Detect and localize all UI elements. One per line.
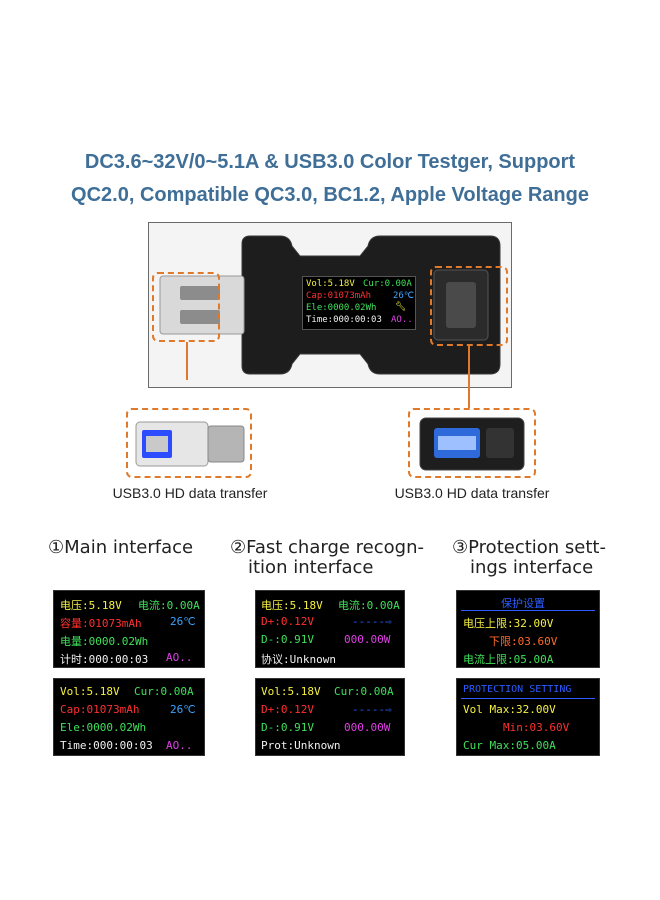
cmax-label: Cur Max:05.00A — [463, 739, 556, 752]
vmin-label: Min:03.60V — [503, 721, 570, 734]
screen-main-en: Vol:5.18V Cur:0.00A Cap:01073mAh 26℃ Ele… — [53, 678, 205, 756]
time-label: Time:000:00:03 — [60, 739, 153, 752]
device-temp: 26℃ — [393, 291, 414, 301]
caption-right: USB3.0 HD data transfer — [394, 485, 550, 501]
capacity-label: 容量:01073mAh — [60, 617, 142, 630]
protocol-label: Prot:Unknown — [261, 739, 341, 752]
usb-plug-zoom-frame — [126, 408, 252, 478]
energy-label: 电量:0000.02Wh — [60, 635, 149, 648]
wrench-icon: 🔧︎ — [395, 302, 407, 312]
device-screen: Vol:5.18V Cur:0.00A Cap:01073mAh 26℃ Ele… — [302, 276, 416, 330]
connector-line-right — [468, 346, 470, 408]
usb-plug-highlight — [152, 272, 220, 342]
usb-port-zoom-frame — [408, 408, 536, 478]
dminus-label: D-:0.91V — [261, 721, 314, 734]
device-time: Time:000:00:03 — [306, 315, 382, 325]
power-label: 000.00W — [344, 721, 391, 734]
screen-protection-en: PROTECTION SETTING Vol Max:32.00V Min:03… — [456, 678, 600, 756]
section-title-main: ①Main interface — [48, 537, 194, 558]
usb-plug-zoom-illustration — [135, 421, 245, 467]
device-voltage: Vol:5.18V — [306, 279, 355, 289]
voltage-label: Vol:5.18V — [60, 685, 120, 698]
arrow-icon: -----⇨ — [352, 703, 392, 716]
protocol-label: 协议:Unknown — [261, 653, 336, 666]
temp-label: 26℃ — [170, 703, 196, 716]
screen-main-cn: 电压:5.18V 电流:0.00A 容量:01073mAh 26℃ 电量:000… — [53, 590, 205, 668]
arrow-icon: -----⇨ — [352, 615, 392, 628]
vmin-label: 下限:03.60V — [489, 635, 558, 648]
device-ao: AO.. — [391, 315, 413, 325]
dplus-label: D+:0.12V — [261, 615, 314, 628]
device-energy: Ele:0000.02Wh — [306, 303, 377, 313]
voltage-label: 电压:5.18V — [60, 599, 122, 612]
section-title-fast-2: ition interface — [248, 557, 374, 578]
dplus-label: D+:0.12V — [261, 703, 314, 716]
protection-header: 保护设置 — [501, 597, 545, 610]
vmax-label: Vol Max:32.00V — [463, 703, 556, 716]
current-label: 电流:0.00A — [138, 599, 200, 612]
device-current: Cur:0.00A — [363, 279, 412, 289]
ao-label: AO.. — [166, 739, 193, 752]
screen-fast-cn: 电压:5.18V 电流:0.00A D+:0.12V -----⇨ D-:0.9… — [255, 590, 405, 668]
protection-header: PROTECTION SETTING — [463, 684, 572, 695]
current-label: Cur:0.00A — [334, 685, 394, 698]
header-divider — [461, 610, 595, 611]
voltage-label: 电压:5.18V — [261, 599, 323, 612]
usb-port-highlight — [430, 266, 508, 346]
headline-line-2: QC2.0, Compatible QC3.0, BC1.2, Apple Vo… — [71, 184, 589, 206]
headline-line-1: DC3.6~32V/0~5.1A & USB3.0 Color Testger,… — [84, 151, 576, 173]
usb-port-zoom-illustration — [419, 417, 525, 471]
dminus-label: D-:0.91V — [261, 633, 314, 646]
power-label: 000.00W — [344, 633, 391, 646]
screen-protection-cn: 保护设置 电压上限:32.00V 下限:03.60V 电流上限:05.00A — [456, 590, 600, 668]
vmax-label: 电压上限:32.00V — [463, 617, 554, 630]
section-title-fast: ②Fast charge recogn- — [230, 537, 424, 558]
screen-fast-en: Vol:5.18V Cur:0.00A D+:0.12V -----⇨ D-:0… — [255, 678, 405, 756]
current-label: Cur:0.00A — [134, 685, 194, 698]
device-capacity: Cap:01073mAh — [306, 291, 372, 301]
time-label: 计时:000:00:03 — [60, 653, 149, 666]
ao-label: AO.. — [166, 651, 193, 664]
capacity-label: Cap:01073mAh — [60, 703, 140, 716]
current-label: 电流:0.00A — [338, 599, 400, 612]
voltage-label: Vol:5.18V — [261, 685, 321, 698]
connector-line-left — [186, 342, 188, 380]
cmax-label: 电流上限:05.00A — [463, 653, 554, 666]
energy-label: Ele:0000.02Wh — [60, 721, 147, 734]
section-title-protection: ③Protection sett- — [452, 537, 606, 558]
caption-left: USB3.0 HD data transfer — [112, 485, 268, 501]
section-title-protection-2: ings interface — [470, 557, 594, 578]
header-divider — [461, 698, 595, 699]
temp-label: 26℃ — [170, 615, 196, 628]
